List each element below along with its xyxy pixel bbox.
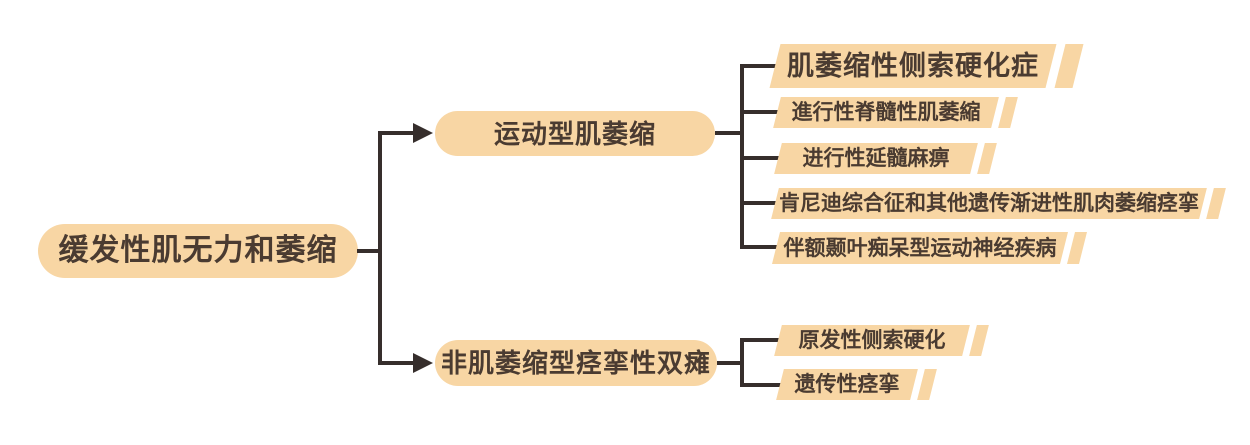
connector-branch2-stub <box>717 361 742 365</box>
connector-branch2-vertical <box>740 338 744 387</box>
connector-leaf-stub <box>740 338 782 342</box>
leaf-ribbon-sliver <box>917 369 937 400</box>
arrow-right-icon <box>413 353 433 373</box>
branch-node-label: 运动型肌萎缩 <box>493 118 656 149</box>
leaf-ribbon-sliver <box>977 143 997 174</box>
leaf-ribbon-sliver <box>1067 232 1087 264</box>
leaf-ribbon-sliver <box>1206 188 1226 219</box>
connector-leaf-stub <box>740 64 782 68</box>
leaf-label: 进行性延髓麻痹 <box>802 147 950 170</box>
leaf-label: 肯尼迪综合征和其他遗传渐进性肌肉萎缩痉挛 <box>779 192 1199 215</box>
root-node-label: 缓发性肌无力和萎缩 <box>58 234 338 267</box>
leaf-node-kennedy-syndrome[interactable]: 肯尼迪综合征和其他遗传渐进性肌肉萎缩痉挛 <box>771 188 1226 219</box>
leaf-node-hereditary-spasticity[interactable]: 遗传性痉挛 <box>776 369 937 400</box>
connector-branch1-stub <box>715 131 742 135</box>
leaf-node-progressive-sma[interactable]: 進行性脊髓性肌萎縮 <box>773 97 1018 128</box>
leaf-label: 進行性脊髓性肌萎縮 <box>791 101 981 124</box>
leaf-label: 遗传性痉挛 <box>794 373 900 396</box>
leaf-node-primary-lateral-sclerosis[interactable]: 原发性侧索硬化 <box>774 325 989 356</box>
connector-leaf-stub <box>740 201 778 205</box>
connector-leaf-stub <box>740 110 780 114</box>
connector-root-vertical <box>378 131 382 365</box>
leaf-label: 肌萎缩性侧索硬化症 <box>787 50 1039 81</box>
connector-branch1-line <box>378 131 414 135</box>
arrow-right-icon <box>413 123 433 143</box>
leaf-ribbon-sliver <box>969 325 989 356</box>
branch-node-spastic-diplegia[interactable]: 非肌萎缩型痉挛性双瘫 <box>435 340 717 386</box>
root-node[interactable]: 缓发性肌无力和萎缩 <box>38 224 358 278</box>
connector-leaf-stub <box>740 245 779 249</box>
connector-branch2-line <box>378 361 414 365</box>
connector-leaf-stub <box>740 156 780 160</box>
leaf-ribbon-sliver <box>998 97 1018 128</box>
branch-node-motor-atrophy[interactable]: 运动型肌萎缩 <box>435 111 715 156</box>
leaf-label: 原发性侧索硬化 <box>798 329 946 352</box>
leaf-label: 伴额颞叶痴呆型运动神经疾病 <box>783 236 1057 260</box>
leaf-node-als[interactable]: 肌萎缩性侧索硬化症 <box>769 44 1084 88</box>
leaf-ribbon-sliver <box>1054 44 1084 88</box>
leaf-node-ftd-mnd[interactable]: 伴额颞叶痴呆型运动神经疾病 <box>772 232 1087 264</box>
connector-root-stub <box>357 249 382 253</box>
connector-leaf-stub <box>740 383 784 387</box>
leaf-node-progressive-bulbar-palsy[interactable]: 进行性延髓麻痹 <box>774 143 997 174</box>
branch-node-label: 非肌萎缩型痉挛性双瘫 <box>440 348 711 378</box>
